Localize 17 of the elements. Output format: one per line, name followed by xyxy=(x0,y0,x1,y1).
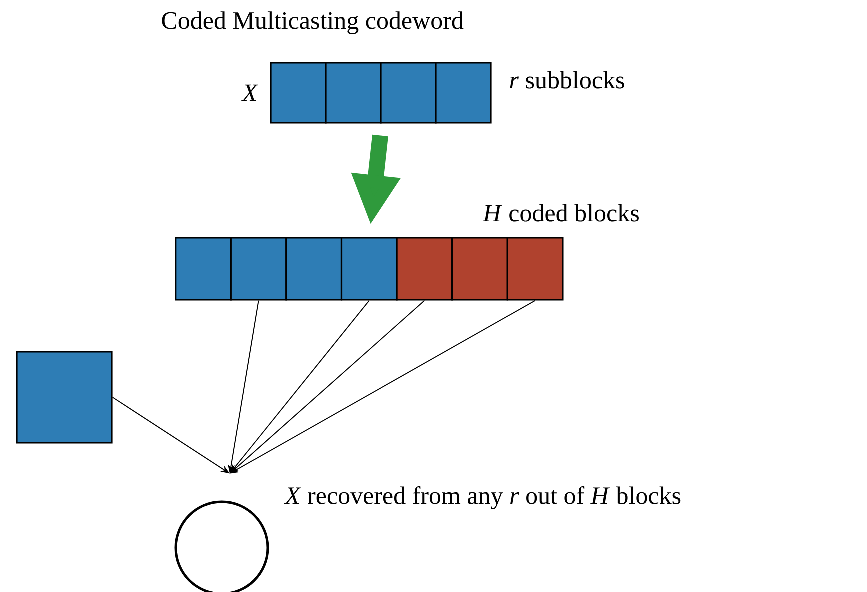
block xyxy=(435,62,492,124)
block xyxy=(325,62,382,124)
block xyxy=(286,237,343,301)
block xyxy=(175,237,232,301)
label: Coded Multicasting codeword xyxy=(162,12,464,34)
block xyxy=(230,237,288,301)
block xyxy=(340,237,398,301)
label: X recovered from any r out of H blocks xyxy=(284,486,681,510)
block xyxy=(380,62,437,124)
label: r subblocks xyxy=(510,71,624,89)
block xyxy=(452,237,508,301)
block xyxy=(396,237,454,301)
label: H coded blocks xyxy=(482,204,639,222)
label: X xyxy=(242,84,258,102)
block xyxy=(16,351,113,444)
block xyxy=(506,237,564,301)
block xyxy=(270,62,327,124)
